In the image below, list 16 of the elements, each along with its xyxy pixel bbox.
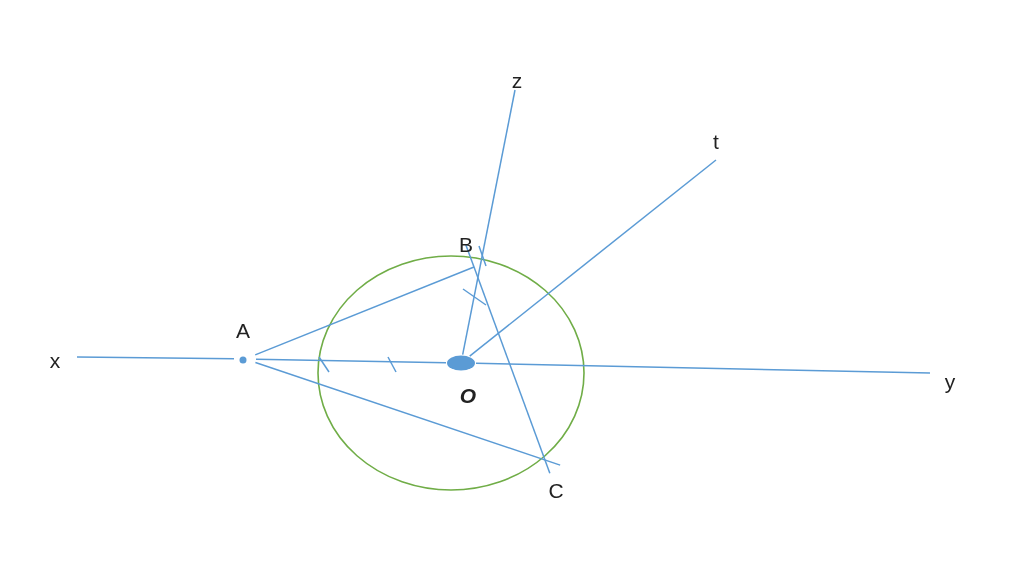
line-segment — [475, 362, 931, 374]
line-segment — [464, 243, 551, 474]
point-label: B — [459, 233, 473, 255]
line-segment — [76, 356, 235, 360]
line-segment — [254, 266, 475, 356]
point-label: A — [236, 319, 250, 341]
point-label: z — [511, 69, 523, 91]
line-segment — [468, 159, 717, 357]
point-label: C — [548, 479, 564, 501]
point-label: O — [459, 384, 477, 406]
line-segment — [254, 361, 561, 466]
line-segment — [255, 358, 447, 364]
point-label: t — [713, 130, 719, 152]
point-label: x — [49, 349, 61, 371]
point-label: y — [944, 370, 956, 392]
line-segment — [461, 89, 516, 356]
